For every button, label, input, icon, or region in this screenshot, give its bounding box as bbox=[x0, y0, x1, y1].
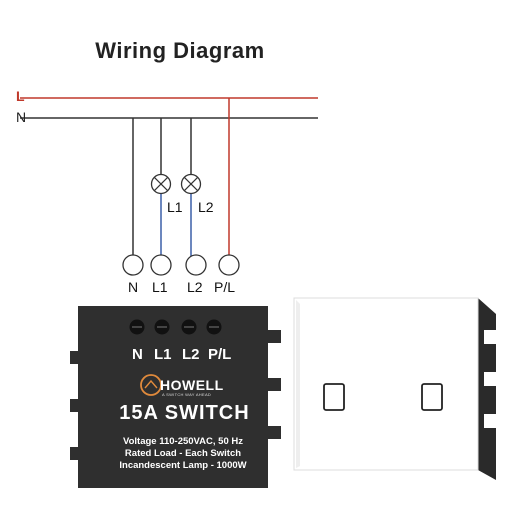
screw-terminal bbox=[206, 319, 222, 335]
terminal-label-l2: L2 bbox=[187, 279, 203, 295]
model-title: 15A SWITCH bbox=[119, 402, 250, 424]
switch-panel bbox=[293, 297, 496, 480]
terminal-circle bbox=[122, 254, 144, 276]
terminal-label-n: N bbox=[128, 279, 139, 295]
touch-button-1 bbox=[323, 383, 345, 411]
diagram-title: Wiring Diagram bbox=[95, 38, 265, 63]
brand-name: HOWELL bbox=[160, 377, 224, 393]
touch-button-2 bbox=[421, 383, 443, 411]
brand-tagline: A SWITCH WAY AHEAD bbox=[162, 392, 212, 397]
neutral-line-label: N bbox=[16, 109, 27, 125]
spec-lamp: Incandescent Lamp - 1000W bbox=[119, 460, 247, 471]
brand-logo-icon bbox=[140, 374, 162, 396]
spec-voltage: Voltage 110-250VAC, 50 Hz bbox=[122, 436, 244, 447]
screw-terminal bbox=[154, 319, 170, 335]
terminal-circle bbox=[218, 254, 240, 276]
module-terminal-n: N bbox=[132, 346, 143, 363]
module-terminal-pl: P/L bbox=[208, 346, 232, 363]
terminal-label-pl: P/L bbox=[214, 279, 236, 295]
module-terminal-l2: L2 bbox=[182, 346, 200, 363]
spec-rated-load: Rated Load - Each Switch bbox=[124, 448, 242, 459]
lamp-label-l2: L2 bbox=[198, 199, 214, 215]
lamp-icon bbox=[180, 173, 202, 195]
screw-terminal bbox=[181, 319, 197, 335]
lamp-icon bbox=[150, 173, 172, 195]
module-terminal-l1: L1 bbox=[154, 346, 172, 363]
screw-terminal bbox=[129, 319, 145, 335]
live-line-label: L bbox=[16, 88, 25, 104]
switch-module bbox=[70, 306, 281, 488]
lamp-label-l1: L1 bbox=[167, 199, 183, 215]
terminal-label-l1: L1 bbox=[152, 279, 168, 295]
terminal-circle bbox=[185, 254, 207, 276]
terminal-circle bbox=[150, 254, 172, 276]
